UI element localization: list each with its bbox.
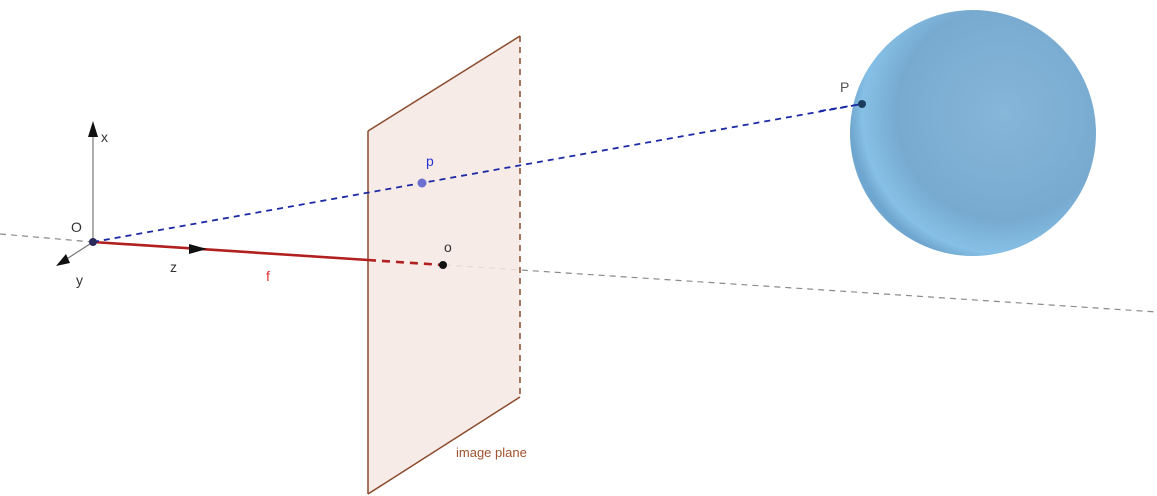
projection-ray	[92, 103, 863, 243]
image-plane-edge-top	[367, 35, 521, 132]
y-axis-label: y	[76, 272, 83, 288]
image-plane-label: image plane	[456, 445, 527, 460]
principal-point-label: o	[444, 239, 452, 255]
optical-axis-left	[0, 233, 94, 243]
focal-segment	[92, 240, 369, 262]
z-arrow-icon	[189, 244, 207, 254]
origin-point	[89, 238, 97, 246]
focal-length-label: f	[266, 268, 270, 284]
principal-point	[439, 261, 447, 269]
optical-axis-right	[444, 264, 1157, 313]
y-axis-arrow-icon	[56, 254, 70, 266]
world-point	[858, 100, 866, 108]
origin-label: O	[71, 219, 82, 235]
x-axis-arrow-icon	[88, 121, 98, 137]
image-point-label: p	[426, 153, 434, 169]
projection-ray-front	[819, 103, 863, 112]
image-plane-edge-bottom	[367, 396, 521, 495]
focal-segment-hidden	[367, 258, 444, 267]
z-axis-label: z	[170, 259, 177, 275]
x-axis-label: x	[101, 129, 108, 145]
world-sphere	[850, 10, 1096, 256]
world-point-label: P	[840, 79, 849, 95]
image-point	[417, 178, 427, 188]
